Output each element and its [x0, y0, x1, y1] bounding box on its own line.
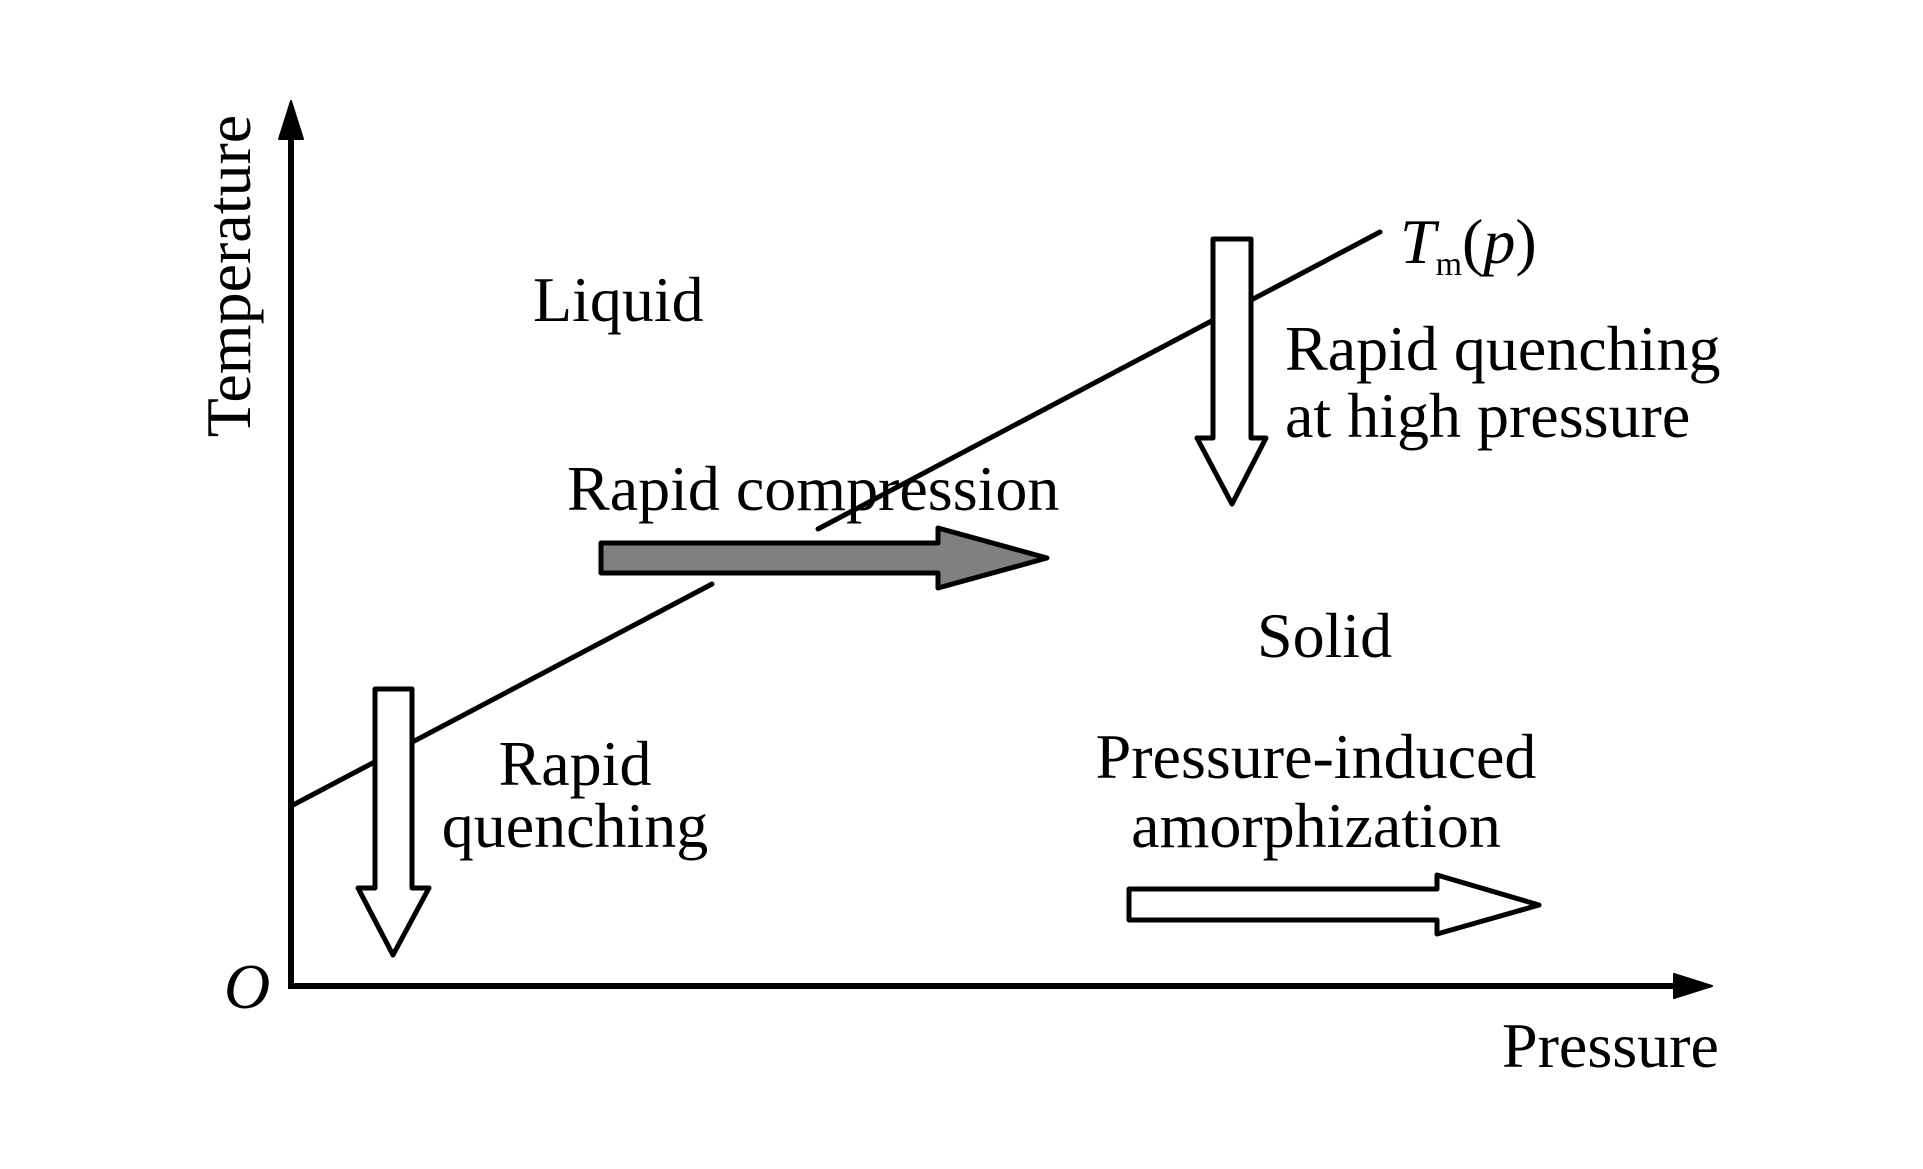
- rapid-quenching-label-line2: quenching: [442, 790, 709, 861]
- x-axis-label: Pressure: [1502, 1010, 1719, 1081]
- melting-curve-label-sub: m: [1436, 246, 1462, 283]
- melting-curve-lower: [290, 581, 715, 808]
- y-axis-arrowhead: [278, 100, 304, 140]
- origin-label: O: [224, 951, 270, 1022]
- amorphization-arrow: [1126, 872, 1542, 937]
- rapid-quenching-label-line1: Rapid: [499, 728, 652, 799]
- region-liquid-label: Liquid: [533, 264, 704, 335]
- x-axis-arrowhead: [1673, 973, 1713, 999]
- region-solid-label: Solid: [1257, 600, 1392, 671]
- rapid-quenching-arrow: [355, 686, 432, 958]
- rapid-quenching-high-pressure-label-line2: at high pressure: [1285, 380, 1690, 451]
- y-axis-label: Temperature: [193, 115, 264, 437]
- rapid-quenching-high-pressure-label-line1: Rapid quenching: [1285, 313, 1720, 384]
- amorphization-label-line1: Pressure-induced: [1096, 721, 1537, 792]
- rapid-compression-label: Rapid compression: [567, 453, 1059, 524]
- melting-curve-label: Tm(p): [1400, 206, 1537, 283]
- melting-curve-upper: [815, 229, 1383, 532]
- paren-close: ): [1515, 206, 1536, 277]
- amorphization-label-line2: amorphization: [1131, 790, 1501, 861]
- paren-open: (: [1462, 206, 1483, 277]
- melting-curve-label-main: T: [1400, 206, 1440, 277]
- rapid-compression-arrow: [598, 525, 1050, 591]
- rapid-quenching-high-pressure-arrow: [1194, 236, 1269, 507]
- pressure-var: p: [1479, 206, 1515, 277]
- melting-curve-label-arg: (p): [1462, 206, 1537, 277]
